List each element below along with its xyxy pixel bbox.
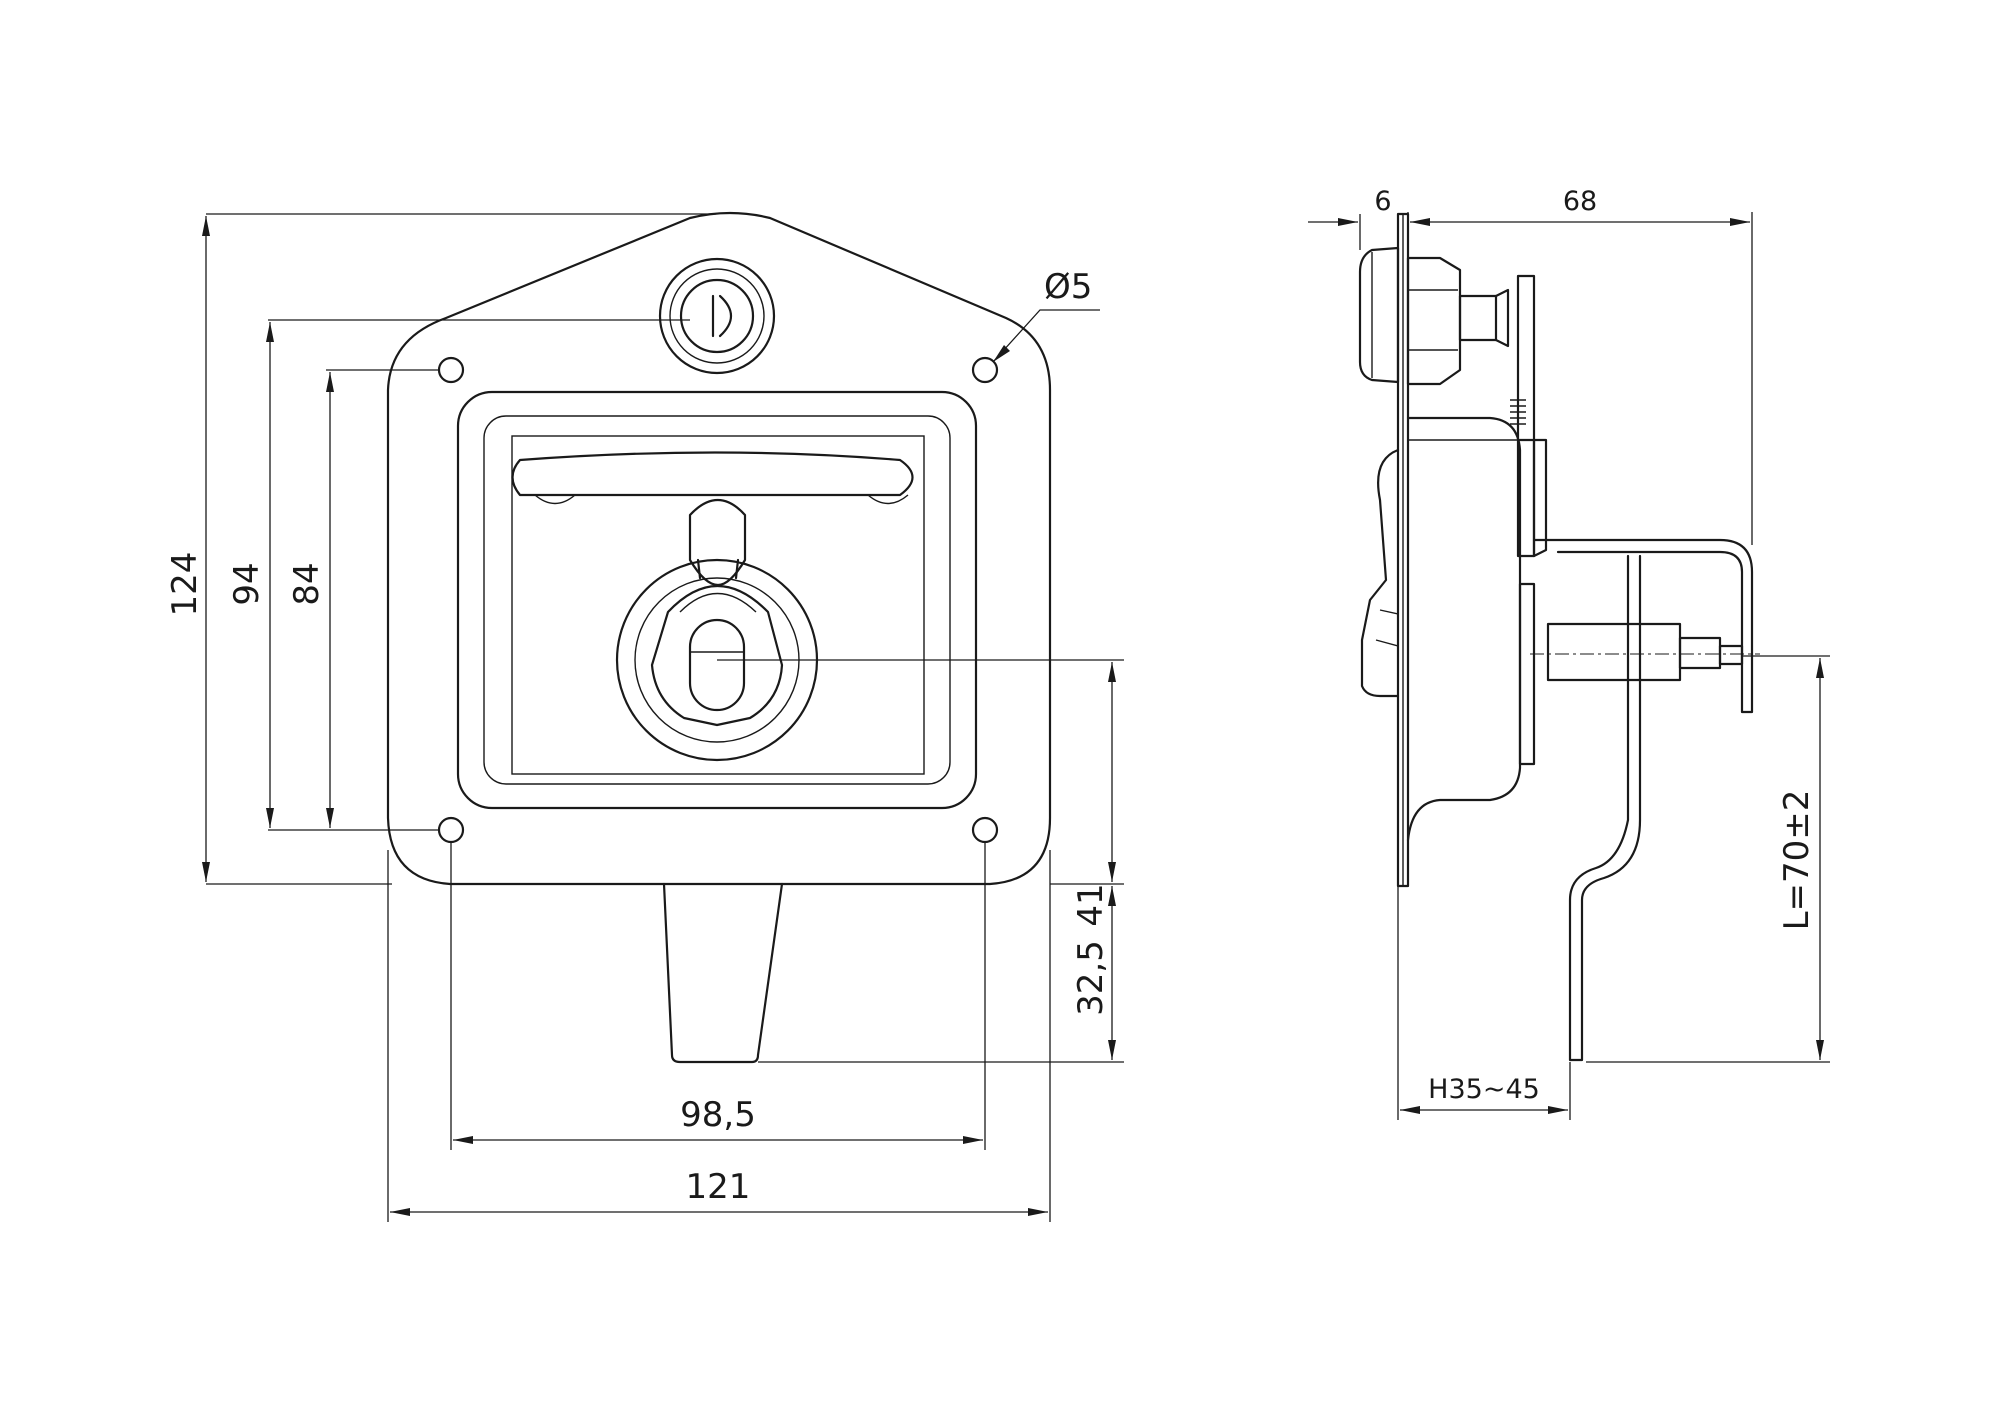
mounting-hole-top-right (971, 356, 999, 384)
side-handle (1360, 448, 1400, 698)
front-dimensions: 124 94 84 Ø5 41 32,5 98,5 121 (165, 213, 1124, 1222)
side-cam-arm (1568, 554, 1642, 1062)
dim-94-label: 94 (227, 562, 267, 605)
dim-hole-diameter-label: Ø5 (1044, 267, 1092, 307)
side-view (1358, 212, 1760, 1062)
mounting-hole-top-left (437, 356, 465, 384)
key-cylinder (658, 257, 776, 375)
dim-98-5-label: 98,5 (680, 1095, 756, 1135)
front-flange-outline (386, 211, 1052, 886)
side-bracket (1518, 438, 1548, 558)
side-spindle (1518, 582, 1760, 766)
dim-121-label: 121 (686, 1167, 751, 1207)
dim-68-label: 68 (1563, 186, 1597, 217)
dim-cam-length-label: L=70±2 (1777, 790, 1817, 931)
side-dimensions: 6 68 L=70±2 H35~45 (1308, 186, 1830, 1120)
mounting-hole-bottom-right (971, 816, 999, 844)
mounting-hole-bottom-left (437, 816, 465, 844)
dim-41-label: 41 (1071, 883, 1111, 926)
dim-84-label: 84 (287, 562, 327, 605)
t-handle (511, 451, 914, 587)
side-pan-body (1406, 416, 1522, 842)
front-pan-inner (483, 415, 951, 785)
dim-6-label: 6 (1374, 186, 1391, 217)
front-view (386, 211, 1052, 1064)
side-lock-body (1358, 246, 1400, 384)
handle-tongue (662, 882, 784, 1064)
dim-124-label: 124 (165, 552, 205, 617)
dim-32-5-label: 32,5 (1071, 940, 1111, 1016)
front-pan-recess (511, 435, 925, 775)
front-pan-outer (456, 390, 978, 810)
dim-door-thickness-label: H35~45 (1428, 1074, 1540, 1105)
